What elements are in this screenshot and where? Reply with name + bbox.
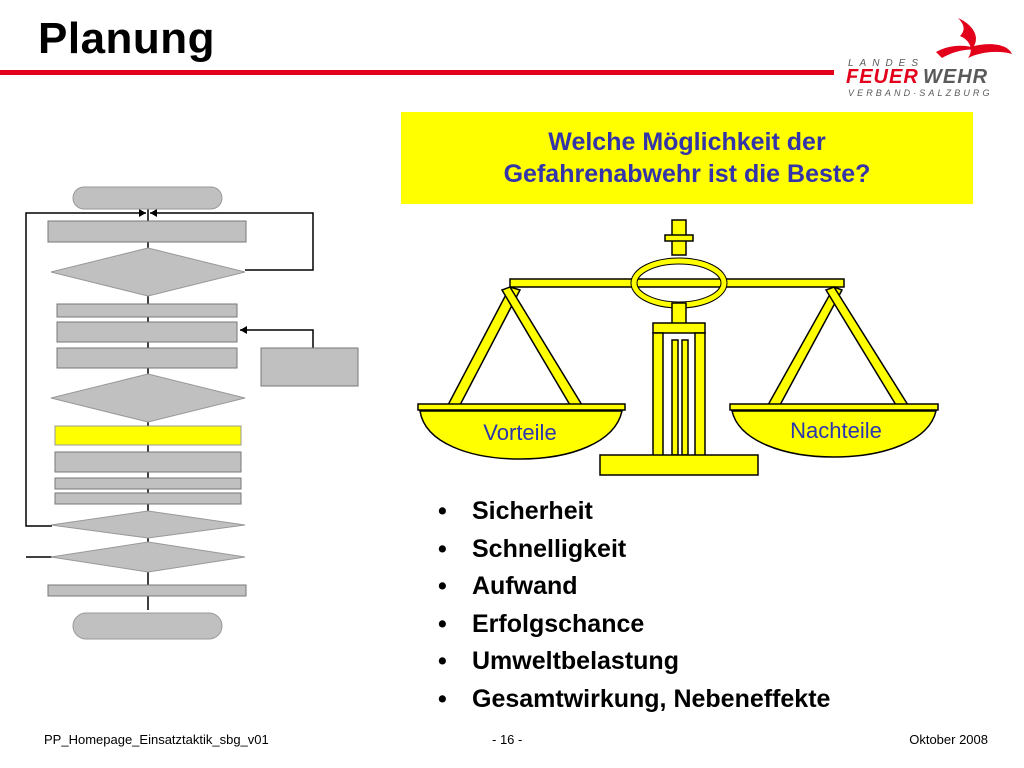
flow-side-process xyxy=(260,347,359,387)
criteria-list: •Sicherheit •Schnelligkeit •Aufwand •Erf… xyxy=(438,493,830,718)
footer-date: Oktober 2008 xyxy=(909,732,988,747)
criteria-item: •Sicherheit xyxy=(438,497,593,525)
question-line-2: Gefahrenabwehr ist die Beste? xyxy=(503,160,871,188)
flow-decision-2 xyxy=(50,373,246,423)
flow-decision-1 xyxy=(50,247,246,297)
criteria-label: Gesamtwirkung, Nebeneffekte xyxy=(472,684,831,713)
logo-feuer: FEUER xyxy=(846,66,919,88)
criteria-label: Sicherheit xyxy=(472,497,593,525)
logo-wehr: WEHR xyxy=(923,66,989,88)
title-underline xyxy=(0,70,834,75)
flow-decision-4 xyxy=(50,541,246,573)
pan-label-vorteile: Vorteile xyxy=(483,420,556,445)
criteria-item: •Gesamtwirkung, Nebeneffekte xyxy=(438,684,831,713)
flow-process-4 xyxy=(56,347,238,369)
flow-process-3 xyxy=(56,321,238,343)
criteria-label: Schnelligkeit xyxy=(472,534,627,563)
flow-process-7 xyxy=(54,492,242,505)
flow-process-6 xyxy=(54,477,242,490)
question-box: Welche Möglichkeit der Gefahrenabwehr is… xyxy=(401,112,973,204)
feuerwehr-logo xyxy=(936,18,1012,58)
flow-process-highlight xyxy=(54,425,242,446)
criteria-item: •Erfolgschance xyxy=(438,609,645,638)
slide-title: Planung xyxy=(38,14,216,63)
footer-page-number: - 16 - xyxy=(492,732,523,747)
criteria-item: •Umweltbelastung xyxy=(438,647,679,675)
flow-process-8 xyxy=(47,584,247,597)
flow-process-2 xyxy=(56,303,238,318)
pan-label-nachteile: Nachteile xyxy=(790,418,882,443)
flow-decision-3 xyxy=(50,510,246,539)
criteria-item: •Schnelligkeit xyxy=(438,534,627,563)
flowchart xyxy=(25,186,359,640)
flow-process-1 xyxy=(47,220,247,243)
flow-end xyxy=(72,612,223,640)
criteria-label: Aufwand xyxy=(472,572,578,600)
criteria-label: Umweltbelastung xyxy=(472,647,679,675)
footer-filename: PP_Homepage_Einsatztaktik_sbg_v01 xyxy=(44,732,269,747)
logo-verband: VERBAND·SALZBURG xyxy=(848,88,993,98)
balance-scale: Vorteile Nachteile xyxy=(417,219,939,476)
criteria-label: Erfolgschance xyxy=(472,609,645,638)
logo-landes: LANDES xyxy=(848,58,925,69)
flow-process-5 xyxy=(54,451,242,473)
flow-start xyxy=(72,186,223,210)
question-line-1: Welche Möglichkeit der xyxy=(548,128,826,156)
criteria-item: •Aufwand xyxy=(438,572,578,600)
